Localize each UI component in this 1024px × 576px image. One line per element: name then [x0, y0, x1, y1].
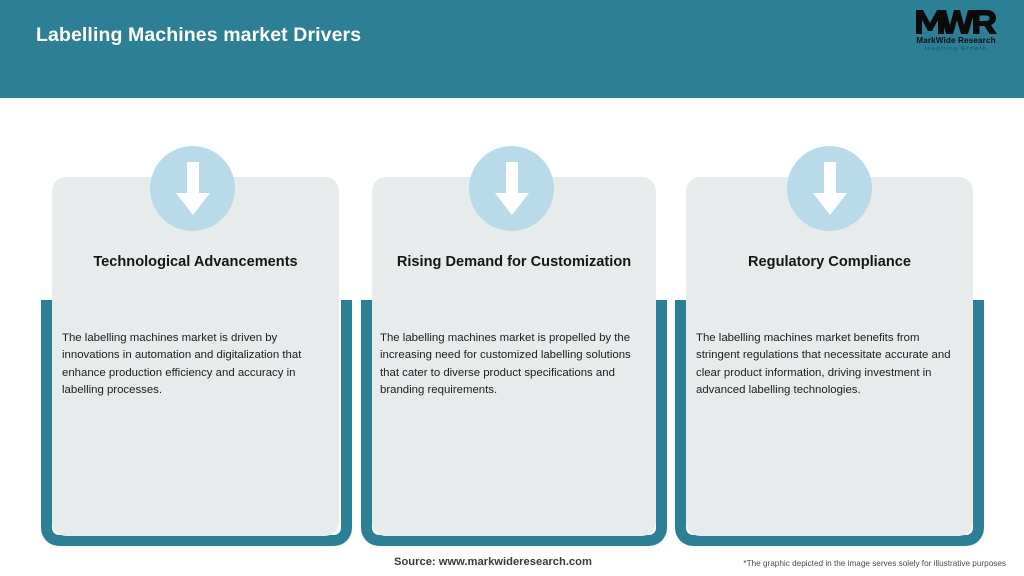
arrow-down-icon-circle-1	[150, 146, 235, 231]
logo-company-name: MarkWide Research	[916, 36, 996, 45]
card-frame-2	[361, 300, 667, 546]
brand-logo: MarkWide Research Inspiring Growth	[906, 9, 1006, 59]
arrow-down-icon	[494, 161, 529, 215]
arrow-down-icon	[812, 161, 847, 215]
arrow-down-icon-circle-2	[469, 146, 554, 231]
card-body-3: The labelling machines market benefits f…	[696, 332, 951, 396]
card-frame-3	[675, 300, 984, 546]
mwr-logo-icon	[916, 10, 997, 34]
driver-card-1[interactable]: Technological Advancements The labelling…	[52, 177, 339, 536]
page-title: Labelling Machines market Drivers	[36, 24, 362, 46]
card-title-1: Technological Advancements	[93, 254, 298, 270]
arrow-down-icon	[175, 161, 210, 215]
source-label: Source: www.markwideresearch.com	[394, 556, 592, 568]
driver-card-2[interactable]: Rising Demand for Customization The labe…	[372, 177, 656, 536]
card-frame-1	[41, 300, 352, 546]
logo-tagline: Inspiring Growth	[924, 46, 988, 52]
card-title-3: Regulatory Compliance	[748, 254, 911, 270]
card-title-2: Rising Demand for Customization	[396, 254, 632, 270]
driver-card-3[interactable]: Regulatory Compliance The labelling mach…	[686, 177, 973, 536]
disclaimer-label: *The graphic depicted in the image serve…	[743, 559, 1006, 568]
card-body-1: The labelling machines market is driven …	[62, 332, 302, 396]
arrow-down-icon-circle-3	[787, 146, 872, 231]
header-bar: Labelling Machines market Drivers MarkWi…	[0, 0, 1024, 98]
card-body-2: The labelling machines market is propell…	[380, 332, 631, 396]
